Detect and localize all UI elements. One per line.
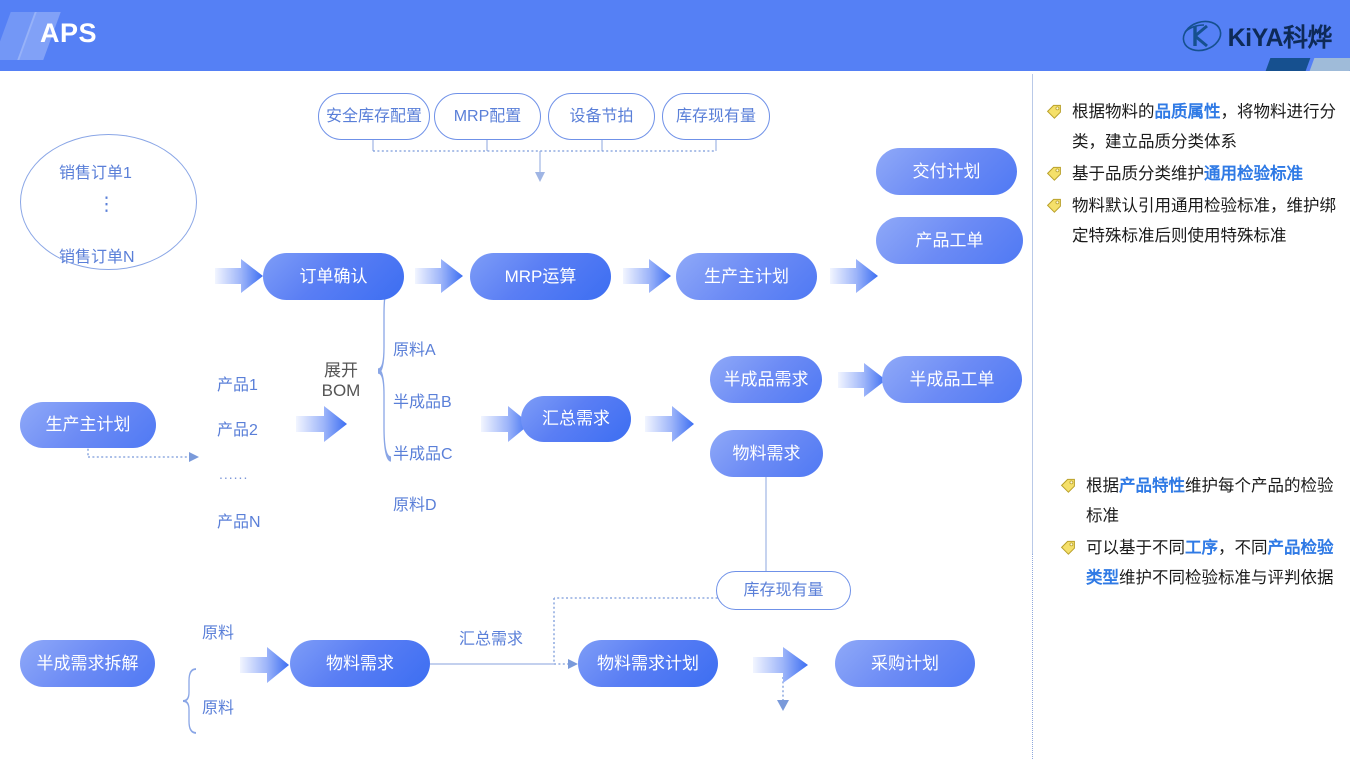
arrow-order-confirm (215, 259, 263, 293)
node-product-work-order[interactable]: 产品工单 (876, 217, 1023, 264)
note-highlight: 通用检验标准 (1204, 164, 1303, 183)
brand-logo: KiYA科烨 (1180, 17, 1333, 55)
edge-label-aggregate-demand: 汇总需求 (459, 631, 524, 648)
config-pill-equipment-takt[interactable]: 设备节拍 (548, 93, 655, 140)
page-title: APS (40, 18, 98, 48)
raw-material-item-2: 原料 (202, 700, 235, 717)
material-item-c: 半成品C (393, 446, 453, 463)
note-plain: 维护每个产品的检验标准 (1086, 476, 1334, 525)
sales-order-ellipse (20, 134, 197, 270)
note-plain: 可以基于不同 (1086, 538, 1185, 557)
config-pill-mrp-config[interactable]: MRP配置 (434, 93, 541, 140)
sales-order-first-label: 销售订单1 (59, 165, 132, 182)
node-mrp-calculation[interactable]: MRP运算 (470, 253, 611, 300)
note-bullet-item: 根据物料的品质属性，将物料进行分类，建立品质分类体系 (1046, 97, 1338, 157)
note-bullet-item: 根据产品特性维护每个产品的检验标准 (1060, 471, 1342, 531)
arrow-semi-work-order (838, 363, 886, 397)
arrow-plan-outputs (830, 259, 878, 293)
aps-flow-diagram: 安全库存配置 MRP配置 设备节拍 库存现有量 销售订单1 ⋮ 销售订单N 订单… (0, 71, 1032, 759)
note-bullet-item: 物料默认引用通用检验标准，维护绑定特殊标准后则使用特殊标准 (1046, 191, 1338, 251)
node-semi-finished-demand[interactable]: 半成品需求 (710, 356, 822, 403)
product-item-1: 产品1 (217, 377, 258, 394)
tag-icon (1060, 478, 1075, 493)
note-highlight: 产品特性 (1119, 476, 1185, 495)
product-item-n: 产品N (217, 514, 261, 531)
notes-panel: 根据物料的品质属性，将物料进行分类，建立品质分类体系基于品质分类维护通用检验标准… (1032, 71, 1350, 759)
app-header: APS KiYA科烨 (0, 0, 1350, 71)
sales-order-last-label: 销售订单N (59, 249, 135, 266)
note-plain: 物料默认引用通用检验标准，维护绑定特殊标准后则使用特殊标准 (1072, 196, 1336, 245)
tag-icon (1060, 540, 1075, 555)
note-plain: 根据 (1086, 476, 1119, 495)
tag-icon (1046, 104, 1061, 119)
note-highlight: 产品检验类型 (1086, 538, 1334, 587)
tag-icon (1046, 166, 1061, 181)
arrow-aggregate-demand (481, 406, 530, 442)
node-order-confirm[interactable]: 订单确认 (263, 253, 404, 300)
note-plain: ，不同 (1218, 538, 1268, 557)
note-bullet-text: 根据物料的品质属性，将物料进行分类，建立品质分类体系 (1072, 97, 1338, 157)
logo-text: KiYA科烨 (1227, 24, 1333, 52)
arrow-mrp-calc (415, 259, 463, 293)
node-material-demand-mid[interactable]: 物料需求 (710, 430, 823, 477)
node-production-master-plan[interactable]: 生产主计划 (676, 253, 817, 300)
header-decor-parallelogram-3 (1265, 58, 1311, 71)
node-master-plan-source[interactable]: 生产主计划 (20, 402, 156, 448)
tag-icon (1046, 198, 1061, 213)
note-bullet-item: 可以基于不同工序，不同产品检验类型维护不同检验标准与评判依据 (1060, 533, 1342, 593)
bom-expand-line1: 展开 (324, 361, 358, 380)
note-bullet-item: 基于品质分类维护通用检验标准 (1046, 159, 1338, 189)
arrow-purchase-plan (753, 647, 808, 683)
arrow-bom-expand (296, 406, 347, 442)
product-item-2: 产品2 (217, 422, 258, 439)
bom-expand-label: 展开 BOM (314, 361, 368, 400)
pill-stock-onhand-bottom[interactable]: 库存现有量 (716, 571, 851, 610)
note-plain: 基于品质分类维护 (1072, 164, 1204, 183)
note-bullet-text: 物料默认引用通用检验标准，维护绑定特殊标准后则使用特殊标准 (1072, 191, 1338, 251)
config-pill-safety-stock[interactable]: 安全库存配置 (318, 93, 430, 140)
material-item-b: 半成品B (393, 394, 452, 411)
notes-group-quality: 根据物料的品质属性，将物料进行分类，建立品质分类体系基于品质分类维护通用检验标准… (1046, 97, 1338, 253)
note-plain: 根据物料的 (1072, 102, 1155, 121)
arrow-demand-split (645, 406, 694, 442)
arrow-material-demand (240, 647, 289, 683)
node-aggregate-demand[interactable]: 汇总需求 (521, 396, 631, 442)
note-plain: ，将物料进行分类，建立品质分类体系 (1072, 102, 1336, 151)
note-highlight: 品质属性 (1154, 102, 1221, 121)
sales-order-ellipsis: ⋮ (97, 194, 116, 215)
node-material-demand-bottom[interactable]: 物料需求 (290, 640, 430, 687)
material-item-d: 原料D (393, 497, 437, 514)
product-item-ellipsis: ...... (219, 466, 249, 482)
note-bullet-text: 基于品质分类维护通用检验标准 (1072, 159, 1303, 189)
bom-expand-line2: BOM (321, 380, 361, 400)
kiya-emblem-icon (1182, 20, 1221, 52)
node-purchase-plan[interactable]: 采购计划 (835, 640, 975, 687)
config-pill-stock-onhand[interactable]: 库存现有量 (662, 93, 770, 140)
panel-divider-dotted (1032, 554, 1033, 759)
arrow-master-plan (623, 259, 671, 293)
note-highlight: 工序 (1185, 538, 1218, 557)
node-material-requirement-plan[interactable]: 物料需求计划 (578, 640, 718, 687)
note-bullet-text: 可以基于不同工序，不同产品检验类型维护不同检验标准与评判依据 (1086, 533, 1342, 593)
node-semi-demand-breakdown[interactable]: 半成需求拆解 (20, 640, 155, 687)
node-delivery-plan[interactable]: 交付计划 (876, 148, 1017, 195)
header-decor-parallelogram-4 (1309, 58, 1350, 71)
panel-divider-solid (1032, 74, 1033, 554)
node-semi-finished-work-order[interactable]: 半成品工单 (882, 356, 1022, 403)
raw-material-item-1: 原料 (202, 625, 235, 642)
material-item-a: 原料A (393, 342, 436, 359)
notes-group-product: 根据产品特性维护每个产品的检验标准可以基于不同工序，不同产品检验类型维护不同检验… (1060, 471, 1342, 595)
note-plain: 维护不同检验标准与评判依据 (1119, 568, 1334, 587)
note-bullet-text: 根据产品特性维护每个产品的检验标准 (1086, 471, 1342, 531)
